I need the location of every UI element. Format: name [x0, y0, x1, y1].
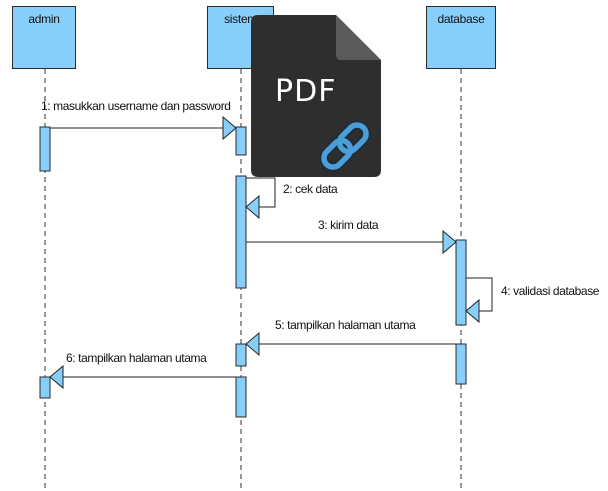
message-5-label: 5: tampilkan halaman utama [275, 318, 416, 332]
message-1-arrowhead [222, 115, 237, 141]
message-4-arrowhead [465, 298, 480, 324]
message-4-line [466, 277, 493, 312]
activation-sistem-1 [235, 126, 247, 156]
message-3-label: 3: kirim data [318, 218, 379, 232]
lifeline-admin-head: admin [12, 6, 76, 69]
message-2-label: 2: cek data [283, 182, 338, 196]
message-2-arrowhead [245, 194, 260, 220]
chain-link-icon [319, 120, 371, 172]
pdf-link-icon[interactable] [251, 15, 381, 177]
activation-database-1 [455, 239, 467, 326]
activation-database-2 [455, 343, 467, 385]
lifeline-database-label: database [437, 12, 485, 26]
message-3-arrowhead [442, 229, 457, 255]
activation-sistem-2 [235, 175, 247, 289]
pdf-badge-fold [336, 15, 381, 60]
activation-sistem-3 [235, 343, 247, 367]
message-5-arrowhead [245, 331, 260, 357]
message-6-arrowhead [49, 364, 64, 390]
message-1-label: 1: masukkan username dan password [41, 99, 231, 113]
activation-sistem-4 [235, 376, 247, 418]
lifeline-database-head: database [426, 6, 496, 69]
message-2-line [246, 177, 276, 208]
message-4-label: 4: validasi database [501, 284, 600, 298]
lifeline-admin-label: admin [28, 12, 60, 26]
pdf-label: PDF [275, 74, 337, 109]
message-6-label: 6: tampilkan halaman utama [66, 351, 207, 365]
activation-admin-1 [39, 126, 51, 172]
lifeline-sistem-label: sistem [224, 12, 257, 26]
activation-admin-2 [39, 376, 51, 399]
